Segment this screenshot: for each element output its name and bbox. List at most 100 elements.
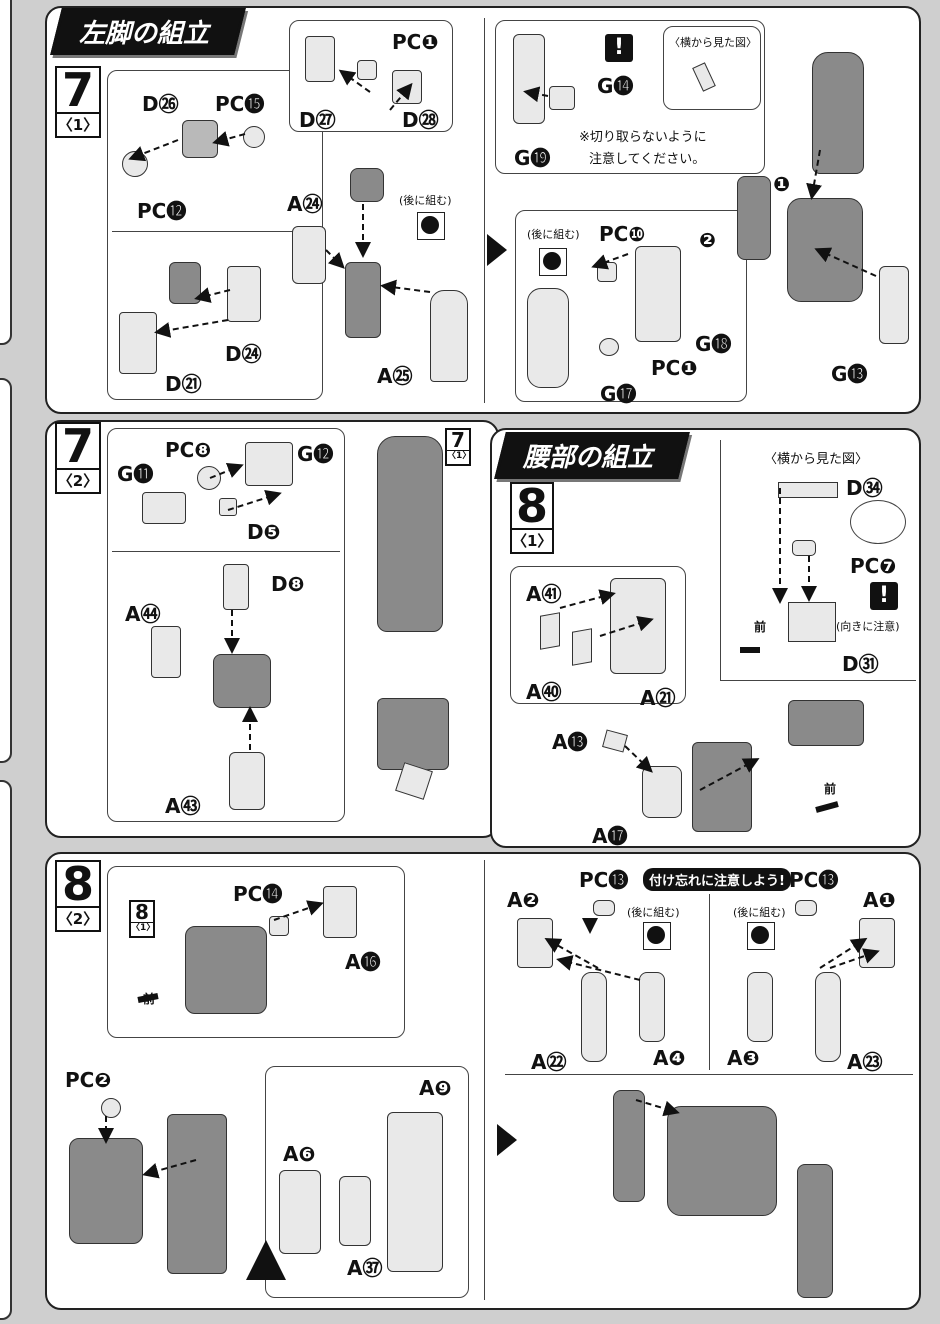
- part-skirt-rear: [167, 1114, 227, 1274]
- part-label-A41: A㊶: [526, 582, 562, 606]
- part-thigh: [812, 52, 864, 174]
- part-D21: [119, 312, 157, 374]
- assemble-later-icon: [417, 212, 445, 240]
- step-8-1-box: 8 〈1〉: [510, 482, 554, 554]
- part-knee-assembly: [787, 198, 863, 302]
- part-label-PC10: PC❿: [599, 222, 646, 246]
- part-A13: [602, 729, 628, 753]
- part-A16: [323, 886, 357, 938]
- step-subnumber: 〈2〉: [57, 906, 99, 930]
- ref-step-8-1: 8 〈1〉: [129, 900, 155, 938]
- part-label-PC13-left: PC⓭: [579, 868, 629, 892]
- note-dont-forget: 付け忘れに注意しよう!: [643, 868, 791, 891]
- section-title-waist: 腰部の組立: [523, 443, 654, 473]
- part-label-D21: D㉑: [165, 372, 202, 396]
- note-mind-direction: (向きに注意): [836, 620, 900, 633]
- part-waist-skirt: [692, 742, 752, 832]
- part-label-A17: A⓱: [592, 824, 628, 848]
- part-D24: [227, 266, 261, 322]
- part-label-G13: G⓭: [831, 362, 868, 386]
- section-banner-left-leg: 左脚の組立: [50, 8, 246, 55]
- part-label-PC13-right: PC⓭: [789, 868, 839, 892]
- part-G11: [142, 492, 186, 524]
- note-assemble-later: (後に組む): [399, 194, 452, 207]
- ref-step-subnumber: 〈1〉: [447, 450, 472, 461]
- assemble-later-icon-4: [747, 922, 775, 950]
- warning-icon-2: !: [870, 582, 898, 610]
- part-label-G17: G⓱: [600, 382, 637, 406]
- part-PC13-left: [593, 900, 615, 916]
- part-label-D26: D㉖: [142, 92, 179, 116]
- part-foot: [377, 698, 449, 770]
- part-label-PC8: PC❽: [165, 438, 212, 462]
- part-A21: [610, 578, 666, 674]
- part-A3: [747, 972, 773, 1042]
- part-skirt-left: [613, 1090, 645, 1202]
- part-ankle-joint: [350, 168, 384, 202]
- part-PC14: [269, 916, 289, 936]
- part-shin-frame: [345, 262, 381, 338]
- front-indicator-2: 前: [824, 782, 837, 796]
- part-PC13-right: [795, 900, 817, 916]
- step-7-1-box: 7 〈1〉: [55, 66, 101, 138]
- left-page-edge-bottom: [0, 780, 12, 1320]
- part-waist-block: [185, 926, 267, 1014]
- part-label-D5: D❺: [247, 520, 281, 544]
- part-A40: [572, 628, 592, 666]
- part-PC8: [197, 466, 221, 490]
- part-label-A2: A❷: [507, 888, 540, 912]
- warning-icon: !: [605, 34, 633, 62]
- step-number: 8: [515, 479, 548, 533]
- step-number: 8: [61, 857, 94, 911]
- part-A6: [279, 1170, 321, 1254]
- detail-box-divider: [112, 231, 318, 232]
- part-A44: [151, 626, 181, 678]
- part-ankle-guard: [213, 654, 271, 708]
- step-subnumber: 〈2〉: [57, 468, 99, 492]
- part-D34: [778, 482, 838, 498]
- part-label-D24: D㉔: [225, 342, 262, 366]
- part-label-D34: D㉞: [846, 476, 883, 500]
- assemble-later-icon-3: [643, 922, 671, 950]
- part-D31: [788, 602, 836, 642]
- part-label-D28: D㉘: [402, 108, 439, 132]
- part-label-A1: A❶: [863, 888, 896, 912]
- part-PC1-b: [599, 338, 619, 356]
- part-label-G18: G⓲: [695, 332, 732, 356]
- part-waist-frame: [788, 700, 864, 746]
- part-label-D31: D㉛: [842, 652, 879, 676]
- part-skirt-right: [797, 1164, 833, 1298]
- part-label-G19: G⓳: [514, 146, 551, 170]
- step-subnumber: 〈1〉: [57, 112, 99, 136]
- note-assemble-later-4: (後に組む): [733, 906, 786, 919]
- detail-box-shin-armor: [107, 428, 345, 822]
- part-label-A4: A❹: [653, 1046, 686, 1070]
- next-step-arrow-2: [497, 1124, 517, 1156]
- part-label-A16: A⓰: [345, 950, 381, 974]
- part-PC7: [792, 540, 816, 556]
- part-A24: [292, 226, 326, 284]
- step-7-2-box: 7 〈2〉: [55, 422, 101, 494]
- front-indicator-1: 前: [754, 620, 767, 634]
- step-order-1: ❶: [773, 172, 790, 196]
- part-label-A21: A㉑: [640, 686, 676, 710]
- panel-divider: [484, 18, 485, 403]
- part-A22: [581, 972, 607, 1062]
- ref-step-number: 8: [135, 900, 149, 924]
- part-label-PC2: PC❷: [65, 1068, 112, 1092]
- part-label-D27: D㉗: [299, 108, 336, 132]
- part-A23: [815, 972, 841, 1062]
- part-G18: [635, 246, 681, 342]
- part-waist-assembly: [69, 1138, 143, 1244]
- part-A43: [229, 752, 265, 810]
- side-box-line: [505, 1074, 913, 1075]
- step-8-2-box: 8 〈2〉: [55, 860, 101, 932]
- next-step-arrow: [487, 234, 507, 266]
- part-label-A13: A⓭: [552, 730, 588, 754]
- ref-step-subnumber: 〈1〉: [131, 922, 156, 933]
- part-label-PC12: PC⓬: [137, 199, 187, 223]
- note-assemble-later-2: (後に組む): [527, 228, 580, 241]
- part-label-A9: A❾: [419, 1076, 452, 1100]
- side-view-bottom: [720, 680, 916, 681]
- step-order-2: ❷: [699, 228, 716, 252]
